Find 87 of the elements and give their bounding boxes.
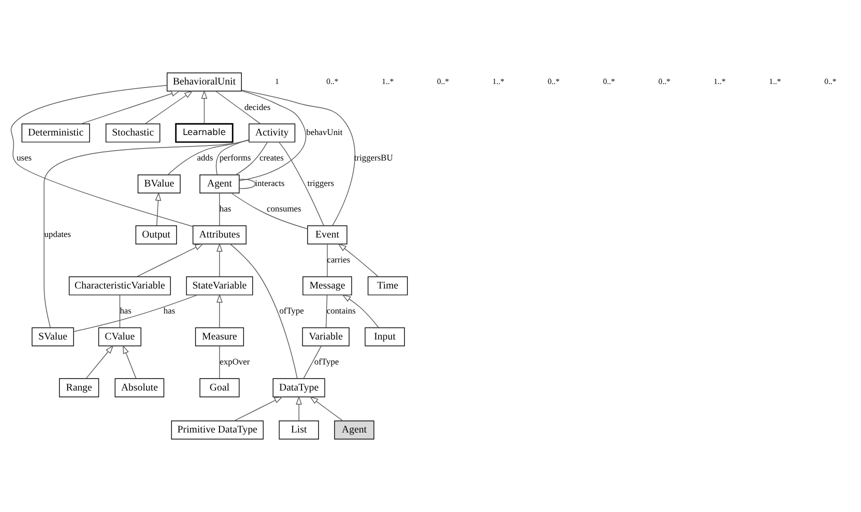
arrow: [122, 344, 136, 379]
connector: [215, 90, 261, 124]
node-box: Attributes: [192, 225, 246, 244]
edge-label: triggers: [307, 178, 334, 188]
edge-label: adds: [196, 152, 213, 163]
connector: [44, 140, 250, 328]
label: 0..*: [437, 77, 450, 86]
connector: [238, 178, 256, 189]
node-box: Event: [307, 225, 348, 244]
node-box: Agent: [334, 420, 374, 440]
node-box: Variable: [302, 327, 350, 346]
node-box: Deterministic: [22, 124, 90, 142]
node-box: Activity: [248, 124, 296, 142]
edge-label: interacts: [255, 178, 285, 188]
node-box: CharacteristicVariable: [68, 276, 171, 296]
arrow: [80, 90, 180, 124]
arrow: [136, 244, 204, 278]
connector: [230, 244, 298, 379]
label: 0..*: [326, 77, 338, 86]
connector: [219, 346, 220, 379]
node-box: Learnable: [175, 123, 234, 143]
node-box: Agent: [200, 174, 240, 194]
edge-label: ofType: [279, 306, 304, 316]
node-box: StateVariable: [186, 276, 254, 296]
label: 1..*: [768, 77, 781, 86]
connector: [167, 140, 250, 176]
arrow: [296, 396, 302, 422]
node-box: Primitive DataType: [171, 420, 264, 440]
edge-label: decides: [244, 102, 270, 112]
node-box: Output: [135, 225, 177, 244]
edge-label: ofType: [314, 356, 339, 367]
label: 1..*: [382, 77, 394, 86]
arrow: [201, 90, 208, 124]
node-box: Message: [302, 276, 352, 296]
label: 0..*: [603, 77, 616, 86]
edge-label: creates: [259, 152, 284, 163]
connector: [119, 294, 120, 328]
node-box: SValue: [32, 327, 74, 346]
arrow: [309, 396, 344, 422]
node-box: Absolute: [114, 378, 164, 398]
edge-label: has: [164, 306, 176, 316]
edge-label: consumes: [266, 204, 302, 214]
label: 0..*: [658, 77, 670, 86]
connector: [241, 90, 356, 226]
node-box: DataType: [272, 378, 326, 398]
label: 0..*: [824, 77, 836, 86]
node-box: Input: [364, 327, 405, 346]
label: 1..*: [492, 77, 504, 86]
connector: [303, 346, 322, 379]
edge-label: expOver: [220, 356, 250, 367]
edge-label: has: [120, 306, 132, 316]
connector: [230, 192, 308, 230]
label: 0..*: [548, 77, 560, 86]
edge-label: behavUnit: [306, 127, 343, 138]
connector: [10, 85, 194, 227]
arrow: [86, 345, 114, 379]
label: 1..*: [714, 77, 726, 86]
edge-label: has: [220, 204, 232, 214]
label: 1: [275, 77, 280, 86]
arrow: [144, 90, 194, 124]
connector: [73, 294, 198, 332]
connector: [219, 192, 220, 226]
arrow: [216, 294, 223, 328]
arrow: [338, 243, 379, 278]
connector: [239, 90, 306, 182]
edge-label: contains: [326, 306, 356, 316]
connector: [216, 139, 250, 176]
node-box: List: [278, 420, 319, 440]
arrow: [342, 294, 379, 328]
arrow: [216, 242, 223, 277]
arrow: [234, 396, 283, 422]
edge-label: uses: [16, 152, 32, 163]
node-box: Stochastic: [106, 124, 160, 142]
node-box: CValue: [98, 327, 142, 346]
node-box: Goal: [200, 378, 240, 398]
node-box: BehavioralUnit: [166, 72, 242, 92]
arrow: [155, 192, 162, 226]
connector: [235, 142, 268, 176]
node-box: Time: [368, 276, 408, 296]
connector: [326, 294, 328, 328]
connector: [326, 244, 328, 277]
connector: [278, 142, 324, 226]
node-box: BValue: [138, 174, 181, 194]
node-box: Measure: [195, 327, 244, 346]
edge-label: updates: [44, 229, 71, 240]
node-box: Range: [59, 378, 100, 398]
edge-label: performs: [219, 152, 251, 163]
